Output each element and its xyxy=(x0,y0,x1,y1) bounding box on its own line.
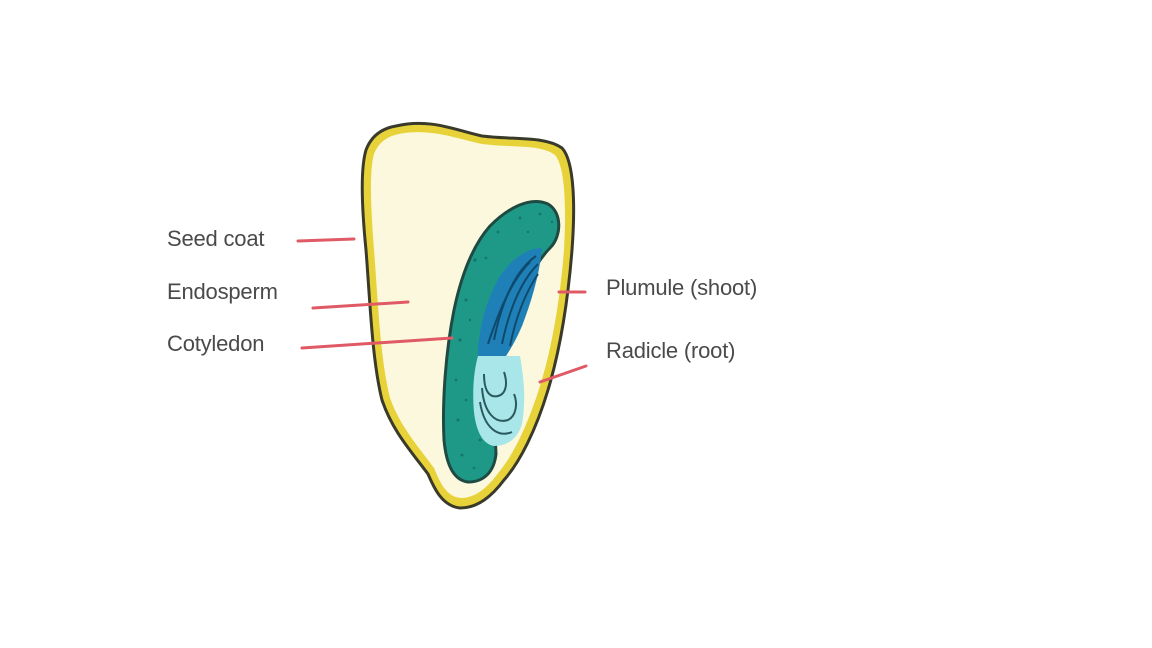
seed-coat-pointer xyxy=(296,237,356,243)
radicle-lines xyxy=(479,371,517,435)
radicle-pointer xyxy=(538,364,588,384)
plumule-leaf-lines xyxy=(487,255,539,347)
endosperm-pointer xyxy=(311,300,410,310)
pointer-lines xyxy=(296,237,588,384)
radicle xyxy=(473,356,525,446)
endosperm-label: Endosperm xyxy=(167,279,278,304)
seed-coat-label: Seed coat xyxy=(167,226,265,251)
radicle-label: Radicle (root) xyxy=(606,338,736,363)
plumule-label: Plumule (shoot) xyxy=(606,275,758,300)
cotyledon-label: Cotyledon xyxy=(167,331,265,356)
cotyledon-pointer xyxy=(300,336,454,350)
cotyledon-texture xyxy=(454,212,554,470)
